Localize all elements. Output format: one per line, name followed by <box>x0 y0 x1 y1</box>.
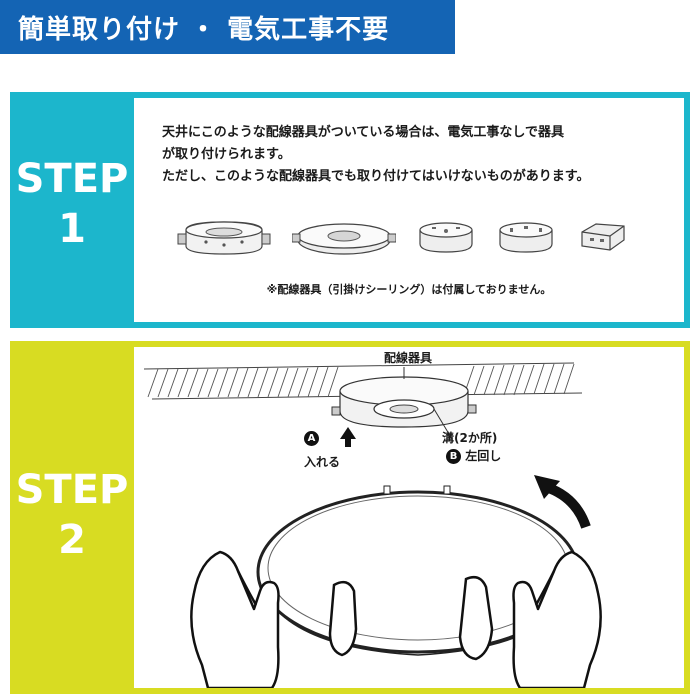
up-arrow-icon <box>340 427 356 447</box>
step1-label: STEP 1 <box>10 154 134 254</box>
step1-content: 天井にこのような配線器具がついている場合は、電気工事なしで器具 が取り付けられま… <box>134 98 684 322</box>
step2-label-word: STEP <box>15 467 129 513</box>
step1-label-number: 1 <box>58 206 86 252</box>
fixture-types-row <box>134 208 684 268</box>
ceiling-fixture-graphic <box>331 367 477 440</box>
header-banner: 簡単取り付け ・ 電気工事不要 <box>0 0 455 54</box>
round-ceiling-hook-icon <box>177 221 271 255</box>
left-hand-graphic <box>190 550 280 688</box>
flat-round-ceiling-icon <box>292 223 396 255</box>
ceiling-hatch-lines <box>147 363 575 398</box>
rotate-label: 左回し <box>465 449 502 463</box>
left-hand-thumb <box>328 580 358 657</box>
step1-text-line1: 天井にこのような配線器具がついている場合は、電気工事なしで器具 <box>162 125 564 140</box>
page-title: 簡単取り付け ・ 電気工事不要 <box>18 15 390 45</box>
step1-description: 天井にこのような配線器具がついている場合は、電気工事なしで器具 が取り付けられま… <box>162 122 682 188</box>
installation-illustration <box>143 362 602 688</box>
right-hand-graphic <box>512 550 602 688</box>
groove-label: 溝(2か所) <box>442 431 498 445</box>
step1-text-line2: が取り付けられます。 <box>162 147 291 162</box>
fixture-callout: 配線器具 <box>384 351 433 365</box>
step1-note: ※配線器具（引掛けシーリング）は付属しておりません。 <box>266 283 552 296</box>
compact-round-ceiling-alt-icon <box>499 222 553 253</box>
step2-label: STEP 2 <box>10 465 134 565</box>
insert-label: 入れる <box>304 455 341 469</box>
badge-b: B <box>446 449 461 464</box>
step2-label-number: 2 <box>58 517 86 563</box>
badge-a: A <box>304 431 319 446</box>
callout-rotate: B 左回し <box>446 447 501 464</box>
square-ceiling-box-icon <box>581 223 625 251</box>
step1-text-line3: ただし、このような配線器具でも取り付けてはいけないものがあります。 <box>162 169 590 184</box>
step1-panel: STEP 1 天井にこのような配線器具がついている場合は、電気工事なしで器具 が… <box>10 92 690 328</box>
step2-content: 配線器具 A 入れる 溝(2か所) B 左回し <box>134 347 684 688</box>
step1-label-word: STEP <box>15 156 129 202</box>
step2-panel: STEP 2 <box>10 341 690 694</box>
compact-round-ceiling-icon <box>419 222 473 253</box>
right-hand-thumb <box>458 576 494 661</box>
callout-insert: A <box>304 431 319 446</box>
rotate-arrow-icon <box>534 475 591 529</box>
